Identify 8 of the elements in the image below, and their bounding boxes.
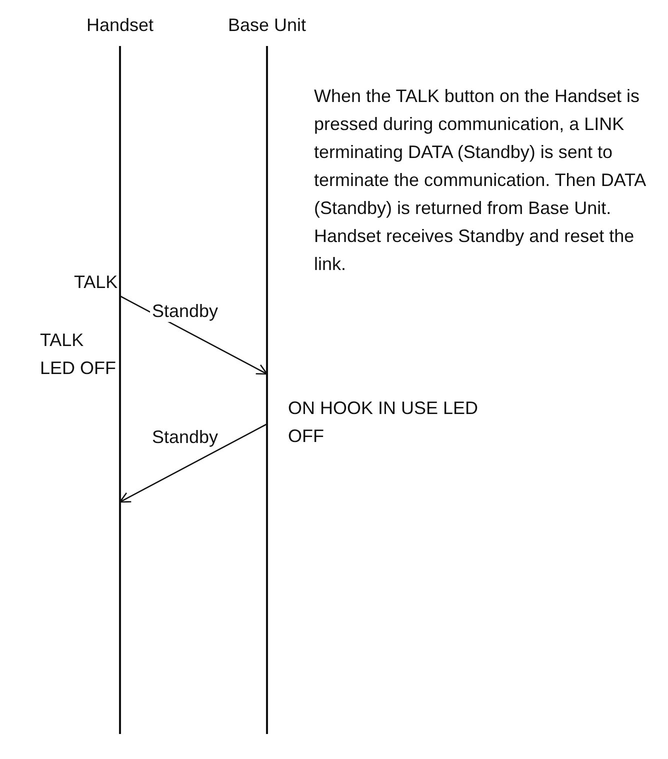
message-arrow	[119, 423, 268, 503]
lifeline-title: Base Unit	[228, 14, 306, 36]
lifeline-title: Handset	[86, 14, 154, 36]
event-note: TALK	[74, 271, 119, 294]
description-note: When the TALK button on the Handset is pressed during communication, a LINK terminating DATA (Standby) is sent to terminate the communication. Then DATA (Standby) is returned from Base Unit. Handset receives Standby and reset the link.	[314, 85, 647, 276]
message-arrow	[120, 295, 268, 375]
event-note: TALK LED OFF	[40, 329, 118, 380]
event-note: ON HOOK IN USE LED OFF	[288, 397, 480, 448]
